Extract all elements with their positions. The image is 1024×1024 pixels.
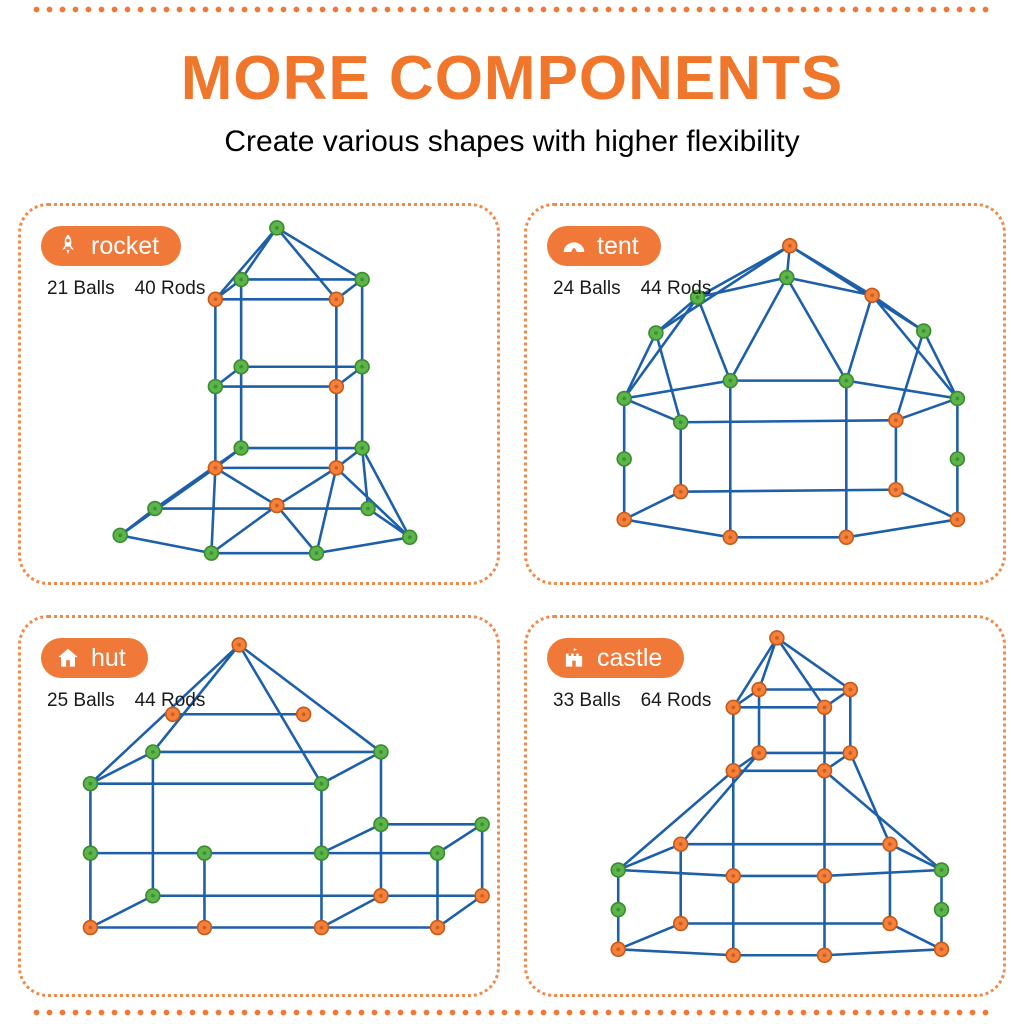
rods-count: 40 Rods <box>134 278 206 299</box>
panel-tent: tent 24 Balls 44 Rods <box>524 203 1006 585</box>
castle-icon <box>565 648 583 667</box>
panels-grid: rocket 21 Balls 40 Rods tent 24 Balls 44… <box>18 203 1006 997</box>
castle-pill: castle <box>547 638 685 678</box>
tent-pill: tent <box>547 226 661 266</box>
castle-structure <box>610 630 950 963</box>
rods-count: 64 Rods <box>640 690 712 711</box>
panel-stats: 21 Balls 40 Rods <box>47 278 205 300</box>
page-title: MORE COMPONENTS <box>180 44 844 113</box>
panel-label: castle <box>597 643 663 672</box>
dotted-border-bottom <box>30 1009 994 1016</box>
rods-count: 44 Rods <box>640 278 712 299</box>
balls-count: 24 Balls <box>553 278 621 299</box>
hut-structure <box>82 637 490 936</box>
hut-pill: hut <box>41 638 148 678</box>
panel-label: tent <box>597 231 639 260</box>
balls-count: 33 Balls <box>553 690 621 711</box>
balls-count: 25 Balls <box>47 690 115 711</box>
rocket-icon <box>62 234 74 255</box>
hut-icon <box>58 648 78 667</box>
panel-rocket: rocket 21 Balls 40 Rods <box>18 203 500 585</box>
tent-structure <box>616 238 966 546</box>
page-header: MORE COMPONENTS Create various shapes wi… <box>0 46 1024 159</box>
page-subtitle: Create various shapes with higher flexib… <box>224 125 800 159</box>
panel-label: rocket <box>91 231 160 260</box>
tent-icon <box>563 242 585 252</box>
panel-stats: 25 Balls 44 Rods <box>47 690 205 712</box>
rocket-structure <box>112 220 418 561</box>
balls-count: 21 Balls <box>47 278 115 299</box>
panel-stats: 24 Balls 44 Rods <box>553 278 711 300</box>
rods-count: 44 Rods <box>134 690 206 711</box>
rocket-pill: rocket <box>41 226 182 266</box>
panel-label: hut <box>91 643 126 672</box>
panel-castle: castle 33 Balls 64 Rods <box>524 615 1006 997</box>
panel-hut: hut 25 Balls 44 Rods <box>18 615 500 997</box>
panel-stats: 33 Balls 64 Rods <box>553 690 711 712</box>
dotted-border-top <box>30 6 994 13</box>
